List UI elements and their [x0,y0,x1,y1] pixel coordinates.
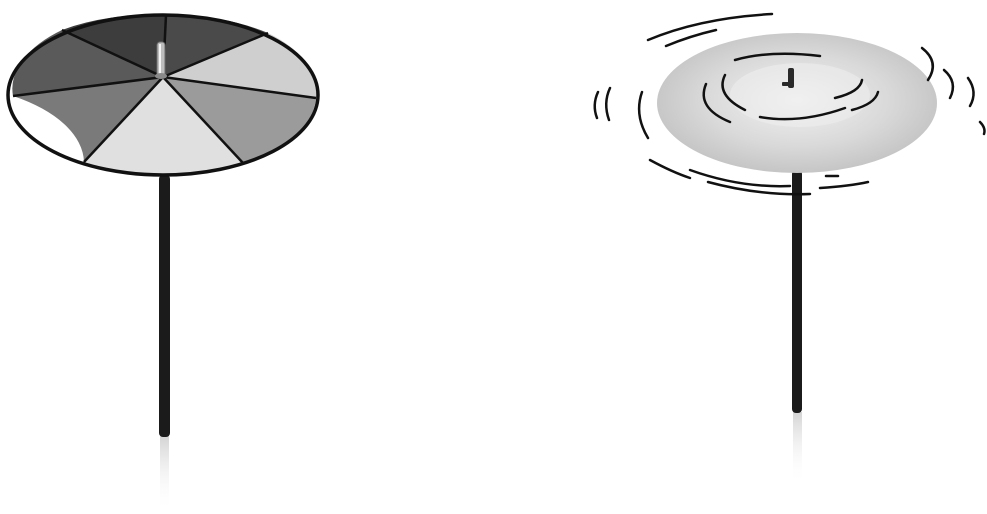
spinning-stick [792,170,802,413]
spinning-stick-reflection [793,412,802,484]
stationary-disk-assembly [8,15,318,512]
stationary-stick [159,175,170,437]
stationary-stick-reflection [160,436,169,512]
stationary-disk [8,15,318,175]
spinning-disk-assembly [595,14,985,484]
center-pin-icon [155,42,167,79]
